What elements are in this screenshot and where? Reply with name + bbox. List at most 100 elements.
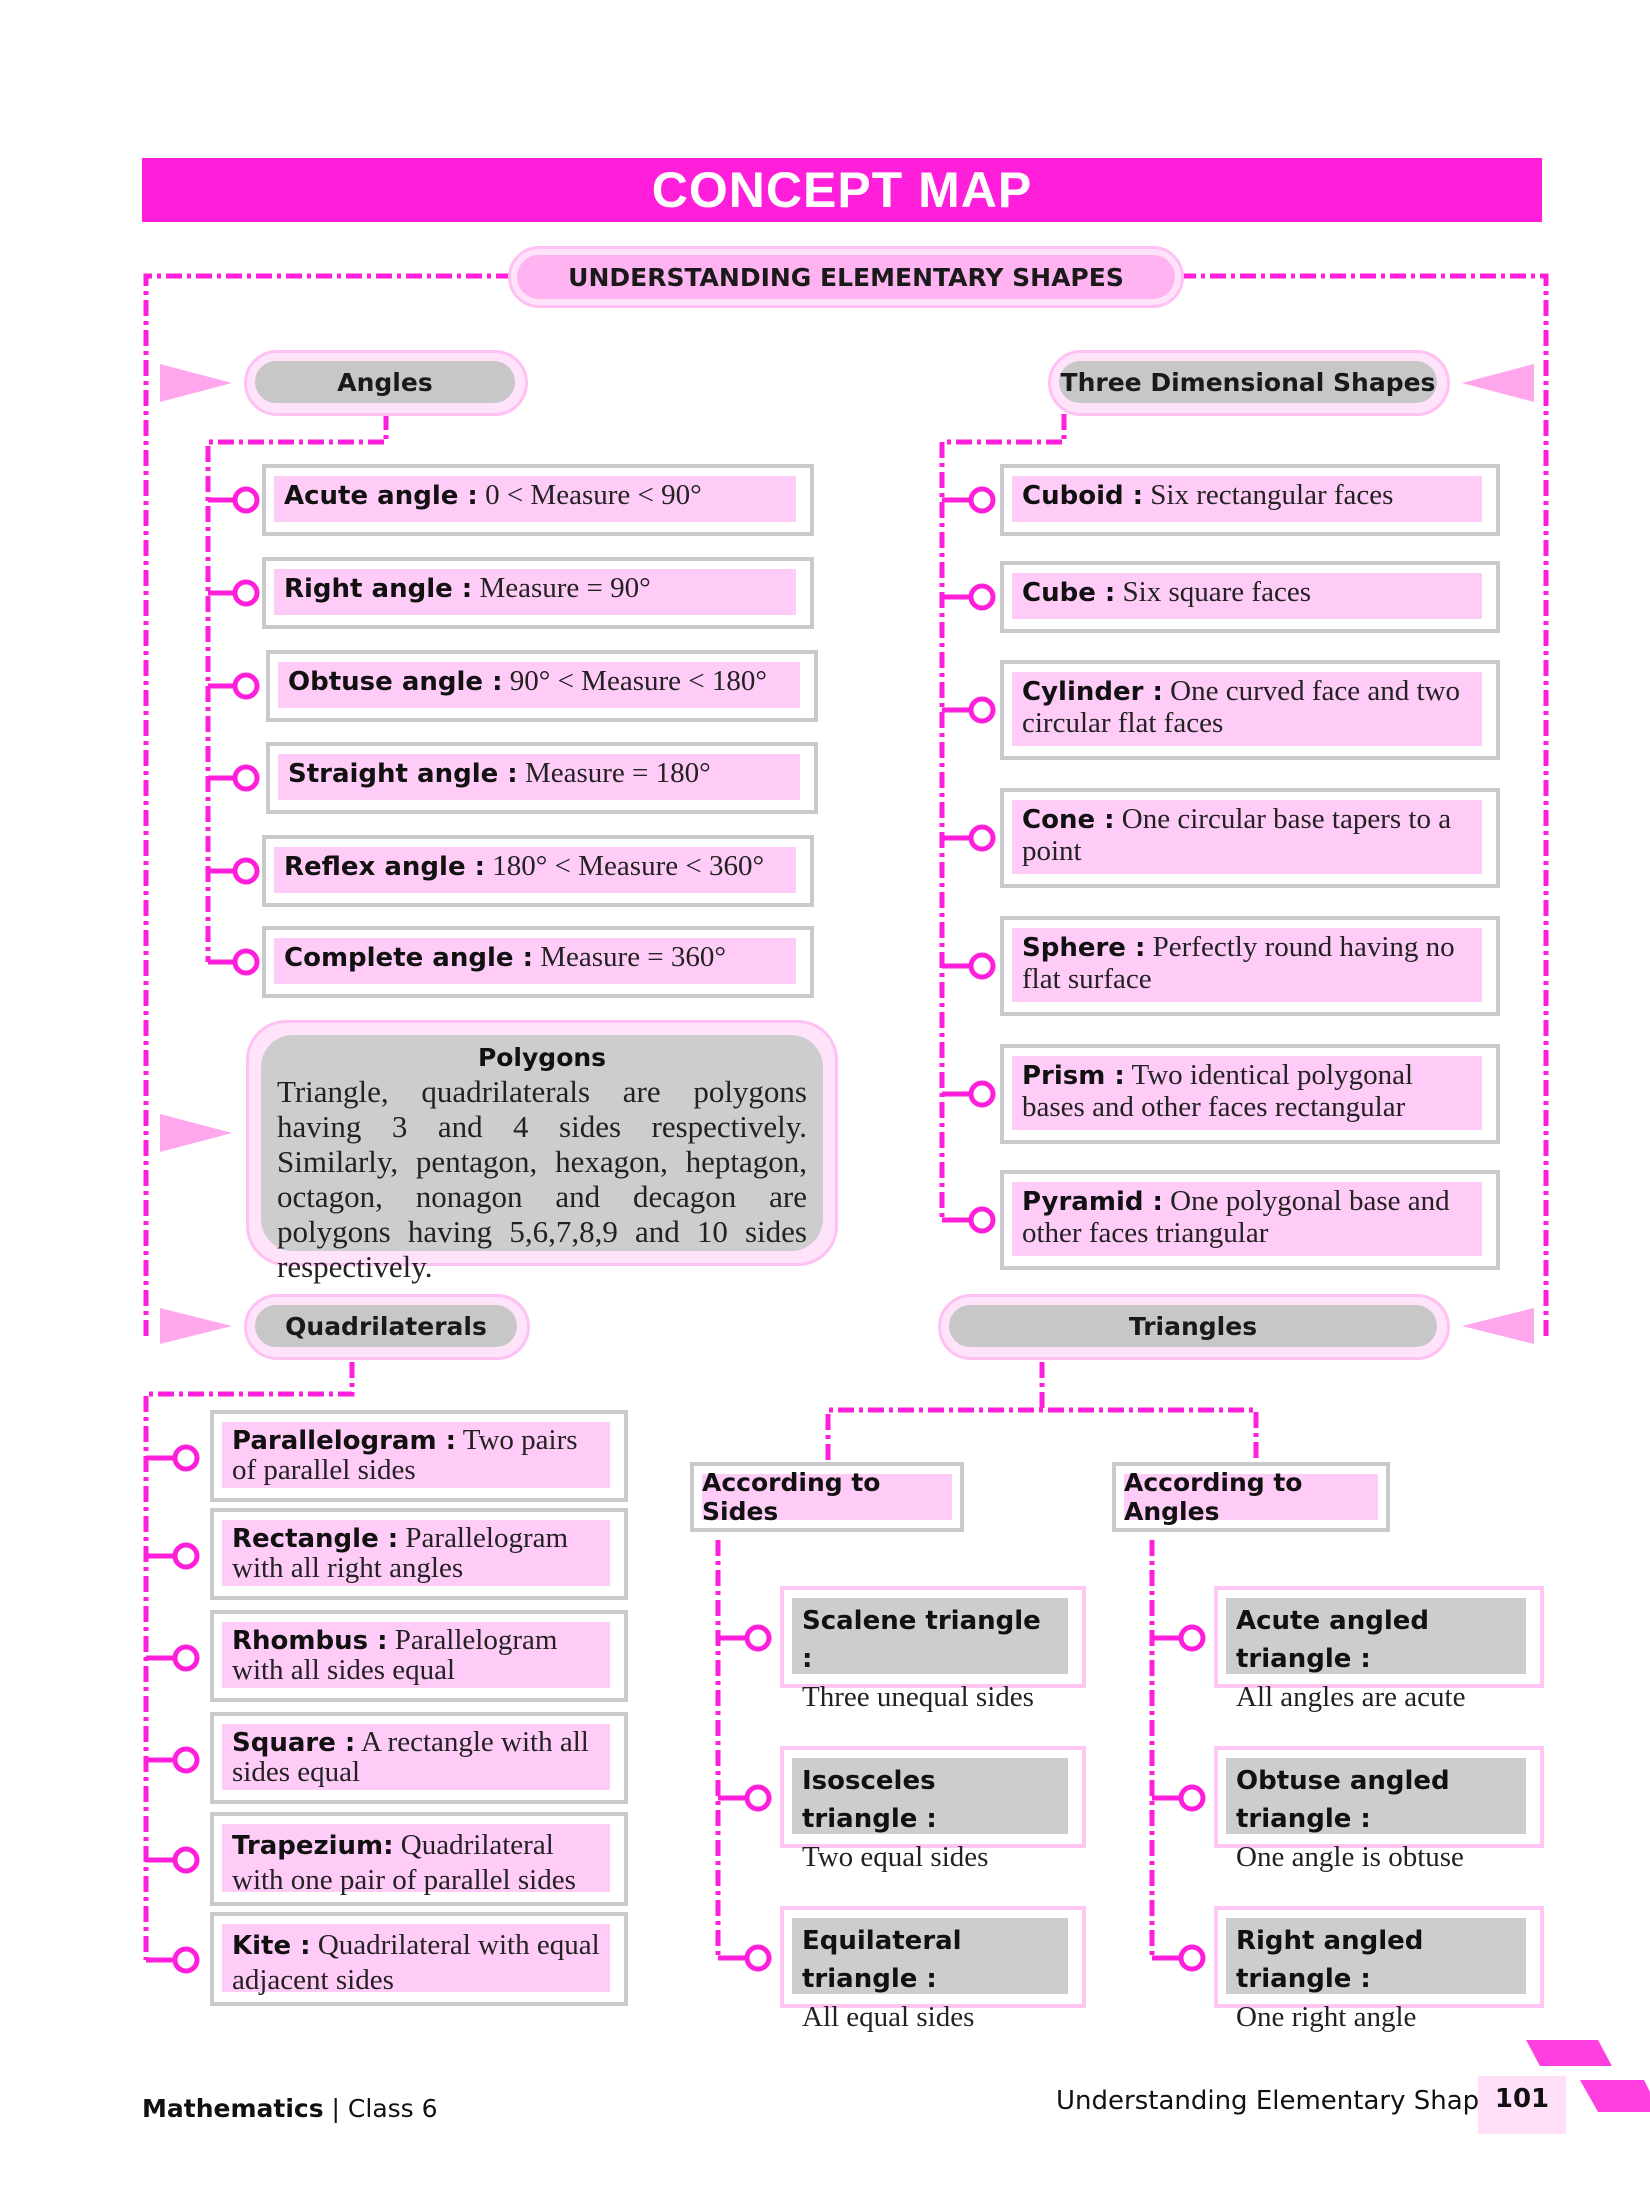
reflex-angle-desc: 180° < Measure < 360°	[485, 850, 765, 882]
triangles-heading-label: Triangles	[1128, 1311, 1258, 1341]
isosceles-term: Isosceles triangle :	[802, 1766, 937, 1834]
banner-title: CONCEPT MAP	[651, 162, 1033, 218]
parallelogram-desc: Two pairs of parallel sides	[232, 1424, 578, 1486]
right-angle-term: Right angle :	[284, 574, 473, 604]
by-angles-heading-label: According to Angles	[1124, 1468, 1303, 1526]
page-number: 101	[1494, 2084, 1550, 2114]
cube-card: Cube : Six square faces	[1000, 561, 1500, 633]
rhombus-card: Rhombus : Parallelogram with all sides e…	[210, 1610, 628, 1702]
footer-chapter: Understanding Elementary Shapes	[1056, 2086, 1509, 2116]
main-topic-label: UNDERSTANDING ELEMENTARY SHAPES	[568, 262, 1124, 292]
footer-class: Class 6	[347, 2094, 438, 2123]
footer-subject-name: Mathematics	[142, 2094, 324, 2123]
trapezium-desc: Quadrilateral with one pair of parallel …	[232, 1829, 576, 1896]
angles-heading-label: Angles	[337, 367, 433, 397]
straight-angle-card: Straight angle : Measure = 180°	[266, 742, 818, 814]
obtuse-triangle-card: Obtuse angled triangle : One angle is obt…	[1214, 1746, 1544, 1873]
triangles-heading-frame: Triangles	[938, 1294, 1450, 1360]
quadrilaterals-heading-frame: Quadrilaterals	[244, 1294, 530, 1360]
right-angle-card: Right angle : Measure = 90°	[262, 557, 814, 629]
quadrilaterals-heading-label: Quadrilaterals	[285, 1311, 487, 1341]
triangles-heading: Triangles	[949, 1305, 1437, 1347]
straight-angle-desc: Measure = 180°	[517, 757, 711, 789]
three-d-heading-label: Three Dimensional Shapes	[1060, 367, 1436, 397]
equilateral-desc: All equal sides	[802, 2001, 975, 2033]
pyramid-term: Pyramid :	[1022, 1187, 1163, 1217]
main-topic-frame: UNDERSTANDING ELEMENTARY SHAPES	[508, 246, 1184, 308]
square-desc: A rectangle with all sides equal	[232, 1726, 589, 1788]
sphere-desc: Perfectly round having no flat surface	[1022, 931, 1455, 995]
main-topic: UNDERSTANDING ELEMENTARY SHAPES	[517, 255, 1175, 299]
complete-angle-desc: Measure = 360°	[532, 941, 727, 973]
sphere-term: Sphere :	[1022, 933, 1146, 963]
right-triangle-term: Right angled triangle :	[1236, 1926, 1424, 1994]
square-card: Square : A rectangle with all sides equa…	[210, 1712, 628, 1804]
quadrilaterals-heading: Quadrilaterals	[255, 1305, 517, 1347]
cube-desc: Six square faces	[1115, 576, 1311, 608]
cylinder-desc: One curved face and two circular flat fa…	[1022, 675, 1460, 739]
cone-term: Cone :	[1022, 805, 1115, 835]
obtuse-angle-card: Obtuse angle : 90° < Measure < 180°	[266, 650, 818, 722]
cube-term: Cube :	[1022, 578, 1116, 608]
cuboid-card: Cuboid : Six rectangular faces	[1000, 464, 1500, 536]
acute-triangle-card: Acute angled triangle : All angles are ac…	[1214, 1586, 1544, 1713]
kite-desc: Quadrilateral with equal adjacent sides	[232, 1929, 600, 1996]
acute-angle-term: Acute angle :	[284, 481, 478, 511]
angles-heading-frame: Angles	[244, 350, 528, 416]
cone-desc: One circular base tapers to a point	[1022, 803, 1452, 867]
footer-separator: |	[323, 2094, 348, 2123]
concept-map-banner: CONCEPT MAP	[142, 158, 1542, 222]
equilateral-card: Equilateral triangle : All equal sides	[780, 1906, 1086, 2033]
prism-desc: Two identical polygonal bases and other …	[1022, 1059, 1413, 1123]
by-sides-heading: According to Sides	[690, 1462, 964, 1532]
right-angle-desc: Measure = 90°	[472, 572, 651, 604]
trapezium-term: Trapezium:	[232, 1831, 394, 1861]
cone-card: Cone : One circular base tapers to a poi…	[1000, 788, 1500, 888]
reflex-angle-term: Reflex angle :	[284, 852, 486, 882]
rhombus-term: Rhombus :	[232, 1626, 388, 1656]
right-triangle-card: Right angled triangle : One right angle	[1214, 1906, 1544, 2033]
isosceles-desc: Two equal sides	[802, 1841, 989, 1873]
prism-card: Prism : Two identical polygonal bases an…	[1000, 1044, 1500, 1144]
complete-angle-card: Complete angle : Measure = 360°	[262, 926, 814, 998]
obtuse-triangle-term: Obtuse angled triangle :	[1236, 1766, 1450, 1834]
isosceles-card: Isosceles triangle : Two equal sides	[780, 1746, 1086, 1873]
by-angles-heading: According to Angles	[1112, 1462, 1390, 1532]
scalene-desc: Three unequal sides	[802, 1681, 1034, 1713]
parallelogram-term: Parallelogram :	[232, 1426, 457, 1456]
reflex-angle-card: Reflex angle : 180° < Measure < 360°	[262, 835, 814, 907]
straight-angle-term: Straight angle :	[288, 759, 518, 789]
right-triangle-desc: One right angle	[1236, 2001, 1417, 2033]
rectangle-card: Rectangle : Parallelogram with all right…	[210, 1508, 628, 1600]
by-sides-heading-label: According to Sides	[702, 1468, 881, 1526]
polygons-text: Triangle, quadrilaterals are polygons ha…	[277, 1074, 807, 1284]
rectangle-term: Rectangle :	[232, 1524, 399, 1554]
page-number-badge	[1478, 2076, 1566, 2134]
obtuse-angle-desc: 90° < Measure < 180°	[502, 665, 767, 697]
acute-angle-desc: 0 < Measure < 90°	[477, 479, 702, 511]
pyramid-card: Pyramid : One polygonal base and other f…	[1000, 1170, 1500, 1270]
obtuse-angle-term: Obtuse angle :	[288, 667, 503, 697]
kite-term: Kite :	[232, 1931, 311, 1961]
polygons-box: Polygons Triangle, quadrilaterals are po…	[246, 1020, 838, 1284]
parallelogram-card: Parallelogram : Two pairs of parallel si…	[210, 1410, 628, 1502]
angles-heading: Angles	[255, 361, 515, 403]
cuboid-term: Cuboid :	[1022, 481, 1144, 511]
scalene-card: Scalene triangle : Three unequal sides	[780, 1586, 1086, 1713]
pyramid-desc: One polygonal base and other faces trian…	[1022, 1185, 1450, 1249]
acute-triangle-term: Acute angled triangle :	[1236, 1606, 1429, 1674]
equilateral-term: Equilateral triangle :	[802, 1926, 962, 1994]
polygons-heading: Polygons	[477, 1043, 607, 1072]
sphere-card: Sphere : Perfectly round having no flat …	[1000, 916, 1500, 1016]
kite-card: Kite : Quadrilateral with equal adjacent…	[210, 1912, 628, 2006]
square-term: Square :	[232, 1728, 356, 1758]
complete-angle-term: Complete angle :	[284, 943, 533, 973]
scalene-term: Scalene triangle :	[802, 1606, 1041, 1674]
cylinder-term: Cylinder :	[1022, 677, 1163, 707]
rhombus-desc: Parallelogram with all sides equal	[232, 1624, 558, 1686]
three-d-heading: Three Dimensional Shapes	[1059, 361, 1437, 403]
obtuse-triangle-desc: One angle is obtuse	[1236, 1841, 1464, 1873]
footer-subject: Mathematics | Class 6	[142, 2094, 438, 2123]
trapezium-card: Trapezium: Quadrilateral with one pair o…	[210, 1812, 628, 1906]
acute-triangle-desc: All angles are acute	[1236, 1681, 1466, 1713]
